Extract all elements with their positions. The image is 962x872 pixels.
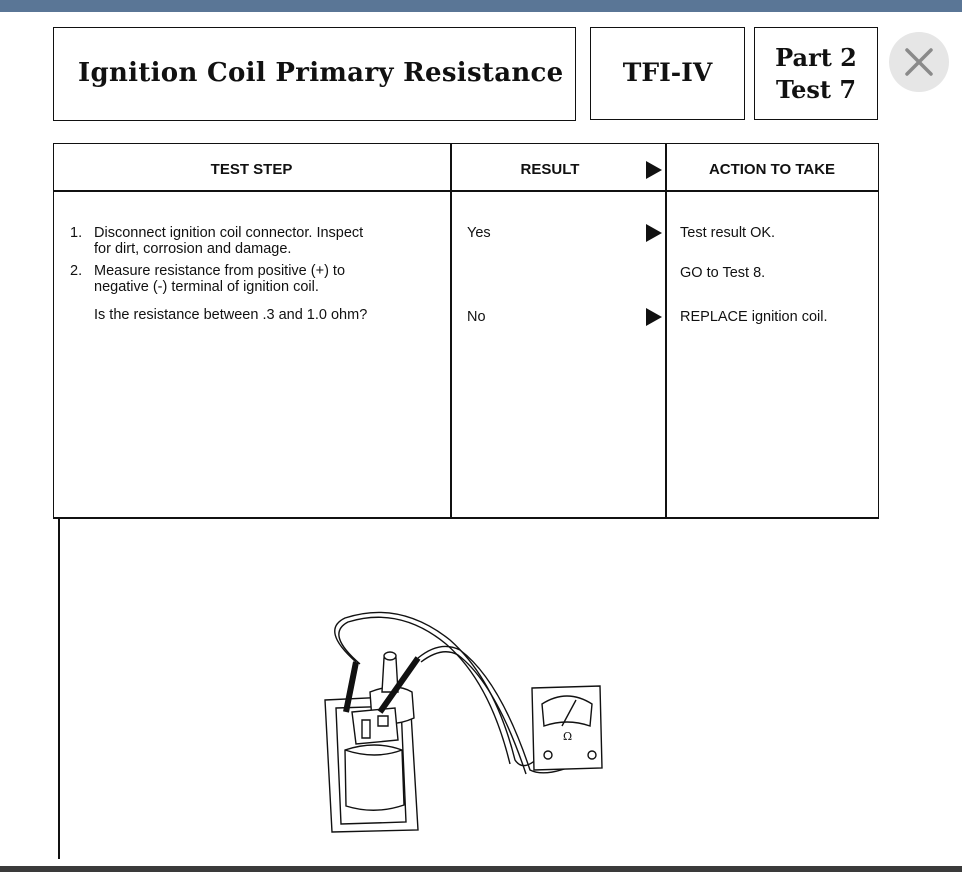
table-bottom-divider [53,517,879,519]
result-no: No [467,309,486,325]
header-action: ACTION TO TAKE [708,161,836,178]
step-number: 1. [70,225,83,241]
action-text: Test result OK. [680,225,776,241]
system-label: TFI-IV [622,58,713,87]
column-divider-2 [665,143,667,519]
test-step: 2. Measure resistance from positive (+) … [70,263,440,295]
table-header-divider [53,190,879,192]
close-icon [905,48,933,76]
part-test-box: Part 2 Test 7 [754,27,878,120]
result-arrow-icon [646,308,662,326]
action-text: REPLACE ignition coil. [680,309,828,325]
title-box: Ignition Coil Primary Resistance [53,27,576,121]
column-divider-1 [450,143,452,519]
header-arrow-icon [646,161,662,179]
step-text: Disconnect ignition coil connector. Insp… [94,225,364,241]
step-text: for dirt, corrosion and damage. [94,241,292,257]
test-table [53,143,879,519]
test-label: Test 7 [775,75,857,104]
header-result: RESULT [520,161,580,178]
close-button[interactable] [889,32,949,92]
step-question: Is the resistance between .3 and 1.0 ohm… [94,307,368,323]
result-yes: Yes [467,225,491,241]
svg-text:Ω: Ω [563,730,572,743]
test-steps: 1. Disconnect ignition coil connector. I… [70,225,440,323]
step-text: negative (-) terminal of ignition coil. [94,279,319,295]
system-box: TFI-IV [590,27,745,120]
part-label: Part 2 [775,43,857,72]
coil-ohmmeter-illustration: Ω [324,611,603,833]
page-title: Ignition Coil Primary Resistance [78,58,564,88]
step-number: 2. [70,263,83,279]
action-text: GO to Test 8. [680,265,766,281]
test-step: 1. Disconnect ignition coil connector. I… [70,225,440,257]
header-test-step: TEST STEP [210,161,293,178]
window-bottom-bar [0,866,962,872]
result-arrow-icon [646,224,662,242]
figure-left-border [58,519,60,859]
window-top-bar [0,0,962,12]
step-text: Measure resistance from positive (+) to [94,263,346,279]
